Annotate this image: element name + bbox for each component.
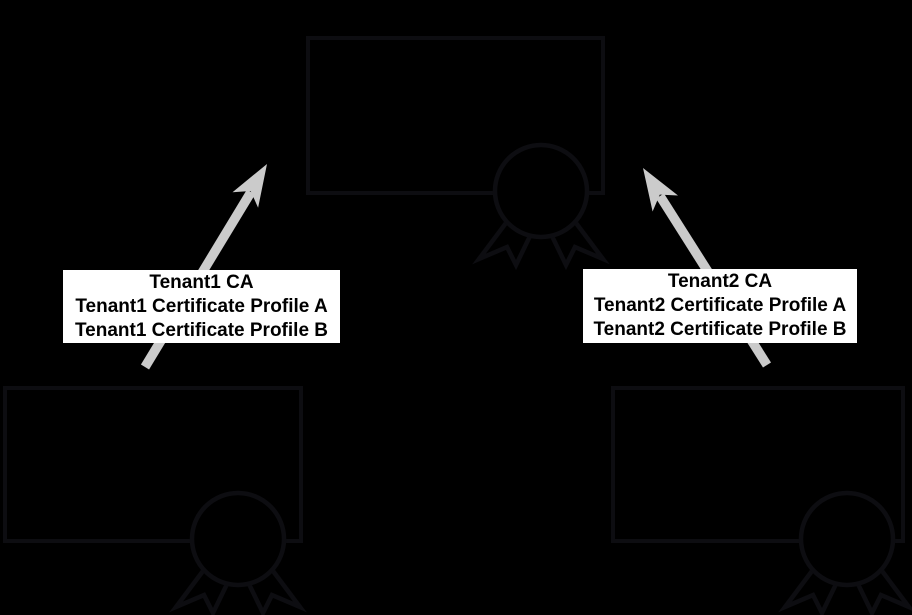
tenant2-profile-a: Tenant2 Certificate Profile A <box>593 295 847 316</box>
tenant1-label: Tenant1 CA Tenant1 Certificate Profile A… <box>63 270 340 343</box>
certificate-ribbon-icon <box>778 490 912 615</box>
tenant1-profile-b: Tenant1 Certificate Profile B <box>74 319 329 341</box>
root-ca-certificate-box <box>306 36 605 195</box>
certificate-ribbon-icon <box>472 142 610 271</box>
tenant2-ca-name: Tenant2 CA <box>667 271 773 292</box>
certificate-ribbon-icon <box>169 490 307 615</box>
tenant1-ca-name: Tenant1 CA <box>149 271 254 293</box>
tenant2-profile-b: Tenant2 Certificate Profile B <box>593 319 847 340</box>
tenant2-label: Tenant2 CA Tenant2 Certificate Profile A… <box>583 269 857 343</box>
tenant1-profile-a: Tenant1 Certificate Profile A <box>75 295 328 317</box>
